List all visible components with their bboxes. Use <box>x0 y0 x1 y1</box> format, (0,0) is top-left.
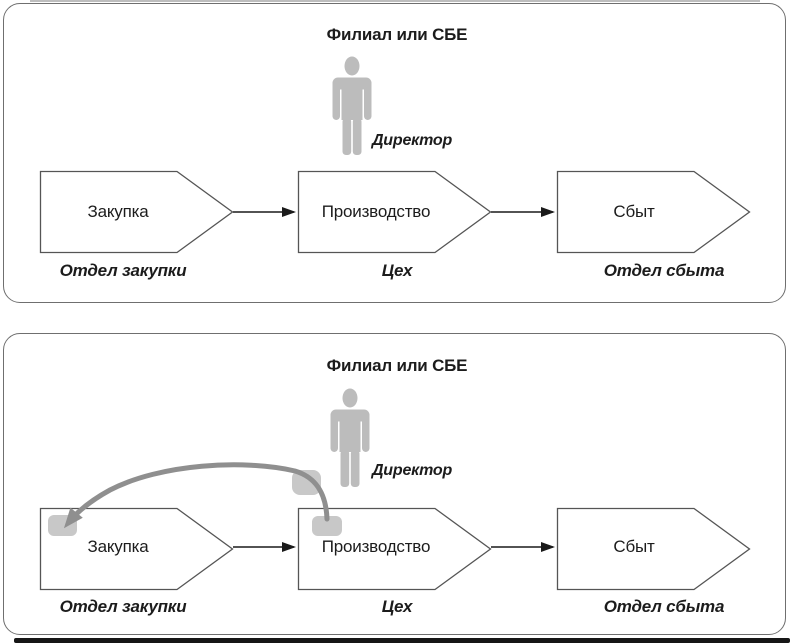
process-label: Закупка <box>87 537 149 556</box>
process-label: Сбыт <box>613 537 655 556</box>
process-label: Производство <box>321 202 431 221</box>
panel-title: Филиал или СБЕ <box>326 25 468 44</box>
department-label: Отдел сбыта <box>603 261 725 280</box>
scan-artifact-bottom <box>14 638 790 643</box>
director-label: Директор <box>371 132 453 149</box>
department-label: Цех <box>381 261 413 280</box>
process-label: Производство <box>321 537 431 556</box>
department-label: Цех <box>381 597 413 616</box>
panel-bottom <box>3 333 786 635</box>
department-label: Отдел закупки <box>59 597 187 616</box>
process-label: Закупка <box>87 202 149 221</box>
panel-top <box>3 3 786 303</box>
department-label: Отдел сбыта <box>603 597 725 616</box>
process-label: Сбыт <box>613 202 655 221</box>
panel-title: Филиал или СБЕ <box>326 356 468 375</box>
director-label: Директор <box>371 462 453 479</box>
scan-artifact-top <box>30 0 760 2</box>
department-label: Отдел закупки <box>59 261 187 280</box>
